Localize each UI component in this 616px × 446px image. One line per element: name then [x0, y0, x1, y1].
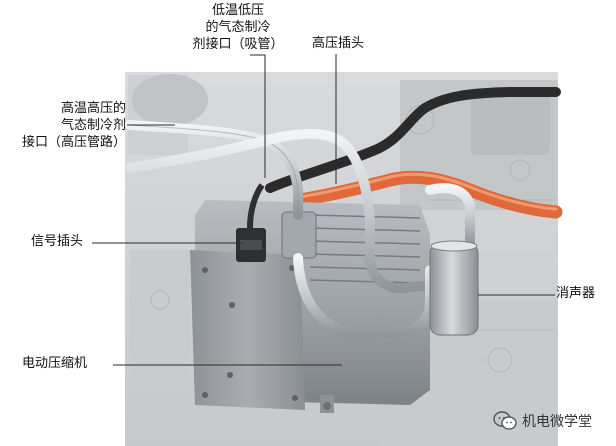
signal-plug [236, 183, 266, 262]
label-high-pressure-plug: 高压插头 [312, 36, 365, 51]
label-line: 接口（高压管路） [21, 135, 126, 150]
orange-hv-cable [293, 170, 563, 219]
muffler [429, 240, 479, 336]
label-low-pressure-port: 低温低压 的气态制冷 剂接口（吸管） [184, 2, 292, 53]
watermark: 机电微学堂 [493, 408, 592, 434]
label-high-pressure-port: 高温高压的 气态制冷剂 接口（高压管路） [0, 100, 126, 151]
label-line: 剂接口（吸管） [192, 37, 284, 52]
label-muffler: 消声器 [556, 286, 596, 301]
label-electric-compressor: 电动压缩机 [22, 356, 88, 371]
label-line: 高温高压的 [60, 101, 126, 116]
muffler-pipe [293, 253, 435, 341]
watermark-text: 机电微学堂 [522, 414, 592, 430]
label-line: 低温低压 [211, 3, 264, 18]
black-hose [265, 87, 561, 193]
label-signal-plug: 信号插头 [31, 234, 84, 249]
wechat-logo-icon [493, 411, 517, 430]
leader-lines [92, 54, 555, 366]
label-line: 的气态制冷 [205, 20, 271, 35]
label-line: 气态制冷剂 [60, 118, 126, 133]
suction-pipe [125, 128, 435, 294]
